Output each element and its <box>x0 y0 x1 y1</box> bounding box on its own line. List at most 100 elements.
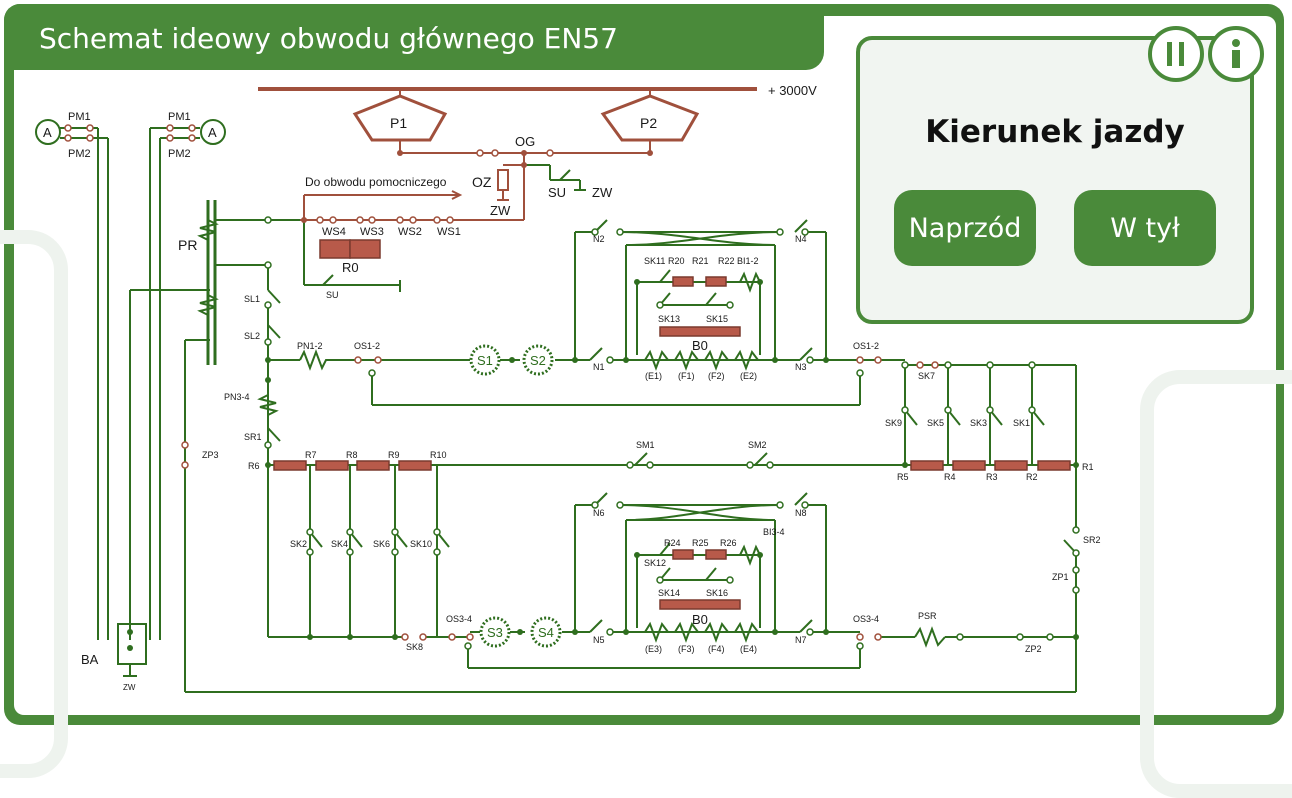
pr-label: PR <box>178 237 197 253</box>
r5-label: R5 <box>897 472 909 482</box>
r24-label: R24 <box>664 538 681 548</box>
su-label: SU <box>548 185 566 200</box>
su-small-label: SU <box>326 290 339 300</box>
os12-left-label: OS1-2 <box>354 341 380 351</box>
f2-label: (F2) <box>708 371 725 381</box>
r22-label: R22 <box>718 256 735 266</box>
zw-label: ZW <box>490 203 511 218</box>
n8-label: N8 <box>795 508 807 518</box>
sk8-label: SK8 <box>406 642 423 652</box>
pn12-label: PN1-2 <box>297 341 323 351</box>
n2-label: N2 <box>593 234 605 244</box>
pause-icon <box>1167 42 1184 66</box>
r3-label: R3 <box>986 472 998 482</box>
sk11-label: SK11 <box>644 256 665 266</box>
ws4-label: WS4 <box>322 226 346 238</box>
f4-label: (F4) <box>708 644 725 654</box>
zw-ba-label: ZW <box>123 683 136 692</box>
f1-label: (F1) <box>678 371 695 381</box>
os12-right-label: OS1-2 <box>853 341 879 351</box>
ba-label: BA <box>81 652 99 667</box>
ws2-label: WS2 <box>398 226 422 238</box>
zp1-label: ZP1 <box>1052 572 1069 582</box>
n1-label: N1 <box>593 362 605 372</box>
r9-label: R9 <box>388 450 400 460</box>
direction-heading: Kierunek jazdy <box>925 114 1185 150</box>
r7-label: R7 <box>305 450 317 460</box>
sk13-label: SK13 <box>658 314 680 324</box>
n4-label: N4 <box>795 234 807 244</box>
r1-label: R1 <box>1082 462 1094 472</box>
sl2-label: SL2 <box>244 331 260 341</box>
oz-label: OZ <box>472 174 492 190</box>
sr2-label: SR2 <box>1083 535 1101 545</box>
ws1-label: WS1 <box>437 226 461 238</box>
r2-label: R2 <box>1026 472 1038 482</box>
direction-panel: Kierunek jazdy Naprzód W tył <box>856 36 1254 324</box>
pm1-right-label: PM1 <box>168 111 191 123</box>
info-button[interactable] <box>1208 26 1264 82</box>
sk16-label: SK16 <box>706 588 728 598</box>
zp3-label: ZP3 <box>202 450 219 460</box>
bi12-label: BI1-2 <box>737 256 759 266</box>
og-label: OG <box>515 134 535 149</box>
zp2-label: ZP2 <box>1025 644 1042 654</box>
sk15-label: SK15 <box>706 314 728 324</box>
page-title: Schemat ideowy obwodu głównego EN57 <box>39 22 618 55</box>
e3-label: (E3) <box>645 644 662 654</box>
backward-button[interactable]: W tył <box>1074 190 1216 266</box>
forward-button[interactable]: Naprzód <box>894 190 1036 266</box>
sk4-label: SK4 <box>331 539 348 549</box>
pm2-left-label: PM2 <box>68 148 91 160</box>
r26-label: R26 <box>720 538 737 548</box>
os34-left-label: OS3-4 <box>446 614 472 624</box>
pn34-label: PN3-4 <box>224 392 250 402</box>
pantograph-p1-label: P1 <box>390 115 407 131</box>
motor-s2-label: S2 <box>530 353 546 368</box>
ammeter-left-label: A <box>43 125 52 140</box>
os34-right-label: OS3-4 <box>853 614 879 624</box>
r21-label: R21 <box>692 256 709 266</box>
sm2-label: SM2 <box>748 440 767 450</box>
r25-label: R25 <box>692 538 709 548</box>
motor-s1-label: S1 <box>477 353 493 368</box>
motor-s4-label: S4 <box>538 625 554 640</box>
n3-label: N3 <box>795 362 807 372</box>
sk3-label: SK3 <box>970 418 987 428</box>
ammeter-right-label: A <box>208 125 217 140</box>
ws3-label: WS3 <box>360 226 384 238</box>
sr1-label: SR1 <box>244 432 262 442</box>
psr-label: PSR <box>918 611 937 621</box>
r8-label: R8 <box>346 450 358 460</box>
pantograph-p2-label: P2 <box>640 115 657 131</box>
b0-lower-label: B0 <box>692 612 708 627</box>
r6-label: R6 <box>248 461 260 471</box>
pause-button[interactable] <box>1148 26 1204 82</box>
sk12-label: SK12 <box>644 558 666 568</box>
sk9-label: SK9 <box>885 418 902 428</box>
sk5-label: SK5 <box>927 418 944 428</box>
sk10-label: SK10 <box>410 539 432 549</box>
bi34-label: BI3-4 <box>763 527 785 537</box>
b0-upper-label: B0 <box>692 338 708 353</box>
r4-label: R4 <box>944 472 956 482</box>
n5-label: N5 <box>593 635 605 645</box>
info-icon <box>1232 39 1240 68</box>
voltage-label: + 3000V <box>768 83 817 98</box>
f3-label: (F3) <box>678 644 695 654</box>
sl1-label: SL1 <box>244 294 260 304</box>
n7-label: N7 <box>795 635 807 645</box>
zw-ground-label: ZW <box>592 185 613 200</box>
motor-s3-label: S3 <box>487 625 503 640</box>
pm2-right-label: PM2 <box>168 148 191 160</box>
sk6-label: SK6 <box>373 539 390 549</box>
title-bar: Schemat ideowy obwodu głównego EN57 <box>4 4 824 70</box>
sk14-label: SK14 <box>658 588 680 598</box>
e4-label: (E4) <box>740 644 757 654</box>
sm1-label: SM1 <box>636 440 655 450</box>
e1-label: (E1) <box>645 371 662 381</box>
r20-label: R20 <box>668 256 685 266</box>
circuit-diagram: + 3000V P1 P2 OG OZ ZW SU ZW Do obwodu p… <box>35 83 1101 693</box>
r10-label: R10 <box>430 450 447 460</box>
r0-label: R0 <box>342 260 359 275</box>
